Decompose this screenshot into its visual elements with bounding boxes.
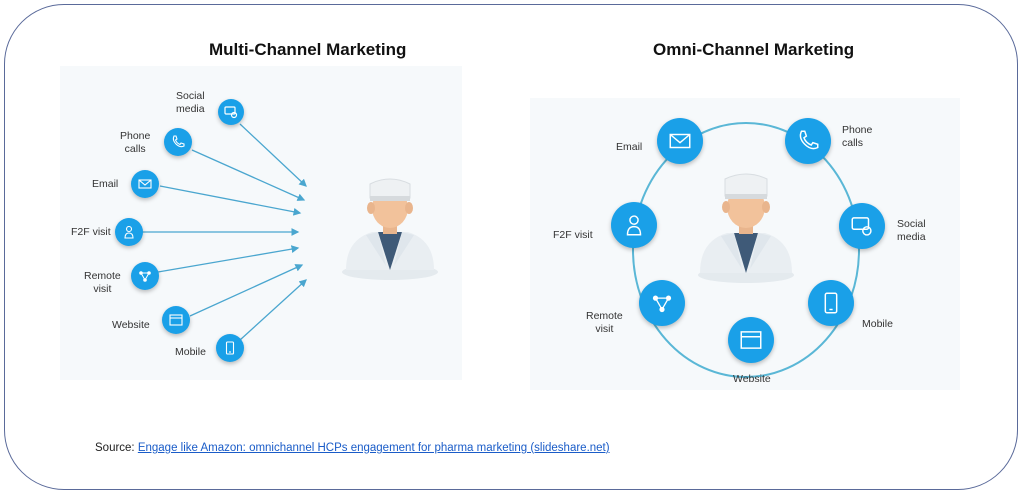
arrow-mobile: [239, 279, 307, 341]
multi-label-email: Email: [92, 178, 119, 190]
website-icon: [162, 306, 190, 334]
mobile-icon: [216, 334, 244, 362]
mobile-icon: [808, 280, 854, 326]
source-citation: Source: Engage like Amazon: omnichannel …: [95, 442, 610, 454]
omni-label-website: Website: [733, 373, 771, 385]
slide-frame: [4, 4, 1018, 490]
source-prefix: Source:: [95, 442, 138, 454]
email-icon: [131, 170, 159, 198]
remote-visit-icon: [639, 280, 685, 326]
arrow-phone-calls: [191, 149, 306, 201]
omni-label-f2f-visit: F2F visit: [553, 229, 593, 241]
social-media-icon: [839, 203, 885, 249]
multi-label-f2f-visit: F2F visit: [71, 226, 111, 238]
omni-channel-title: Omni-Channel Marketing: [653, 40, 855, 59]
social-media-icon: [218, 99, 244, 125]
phone-icon: [785, 118, 831, 164]
doctor-omni: [698, 173, 794, 283]
omni-label-mobile: Mobile: [862, 318, 893, 330]
email-icon: [657, 118, 703, 164]
multi-label-mobile: Mobile: [175, 346, 206, 358]
omni-channel-ring: [632, 122, 860, 378]
arrow-website: [189, 264, 304, 317]
doctor-multi: [342, 178, 438, 280]
remote-visit-icon: [131, 262, 159, 290]
multi-channel-title: Multi-Channel Marketing: [209, 40, 407, 59]
omni-label-email: Email: [616, 141, 643, 153]
arrow-social-media: [239, 123, 307, 187]
website-icon: [728, 317, 774, 363]
f2f-visit-icon: [611, 202, 657, 248]
f2f-visit-icon: [115, 218, 143, 246]
arrow-email: [159, 185, 302, 216]
source-link[interactable]: Engage like Amazon: omnichannel HCPs eng…: [137, 442, 610, 454]
arrow-remote-visit: [157, 245, 300, 273]
phone-icon: [164, 128, 192, 156]
multi-label-website: Website: [112, 319, 150, 331]
